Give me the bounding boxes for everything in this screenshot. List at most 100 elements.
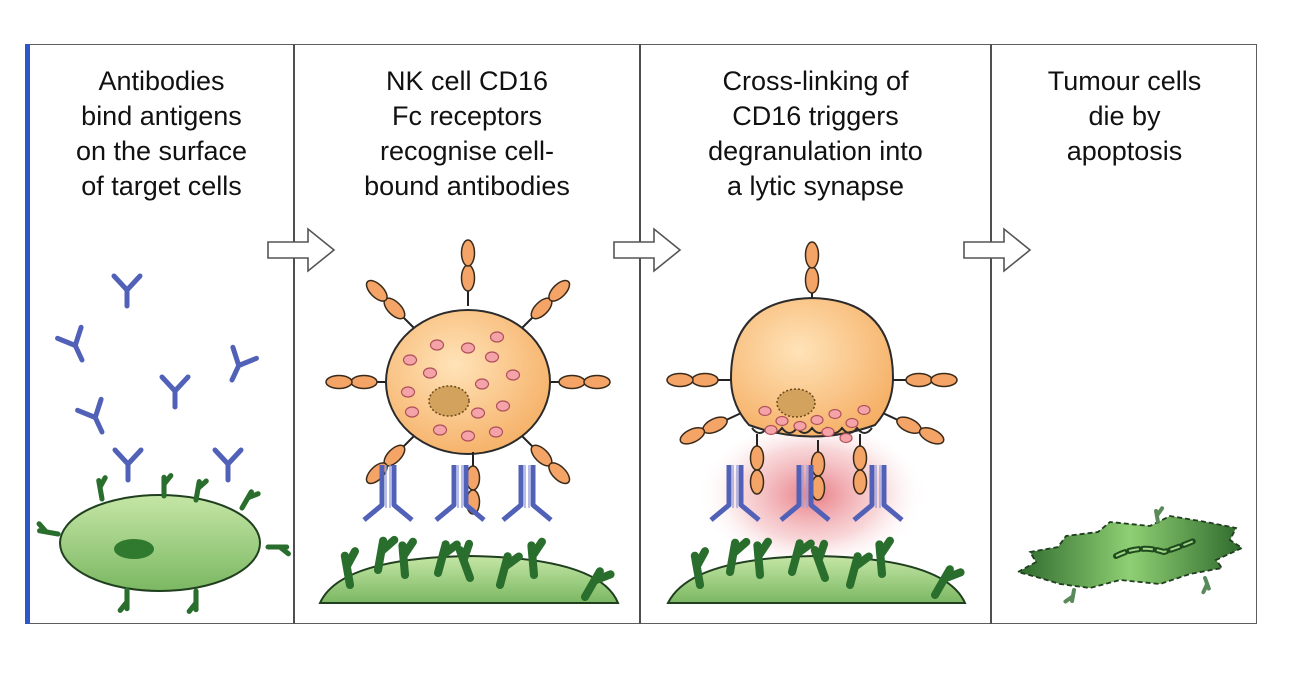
antigen-icon [340, 547, 360, 590]
antigen-stroke [265, 544, 291, 557]
antigen-stroke [373, 535, 399, 575]
cd16-receptor-icon [521, 279, 571, 329]
antibody-highlight [875, 465, 881, 508]
antigen-stroke [787, 539, 815, 577]
antigen-icon [36, 521, 61, 537]
antigen-fragment-icon [1063, 587, 1077, 604]
receptor-stalk [402, 316, 415, 329]
receptor-domain [804, 266, 820, 294]
receptor-domain [583, 374, 611, 390]
caption-line: bind antigens [81, 101, 242, 131]
antigen-stroke [690, 547, 710, 590]
arrow-2-to-3 [613, 227, 682, 273]
antibody-stroke [852, 465, 904, 522]
antigen-stroke [1063, 587, 1077, 604]
antibody-stroke [55, 324, 85, 363]
caption-line: on the surface [75, 136, 248, 166]
cd16-receptor-icon [804, 241, 820, 308]
bound-antibody-icon [501, 465, 553, 522]
panel-3-caption: Cross-linking of CD16 triggers degranula… [641, 64, 990, 204]
receptor-stalk [725, 412, 741, 422]
cd16-receptor-icon [365, 279, 415, 329]
antigen-stroke [930, 565, 965, 600]
receptor-stalk [521, 435, 534, 448]
antigen-icon [495, 552, 523, 590]
antibody-icon [75, 396, 105, 435]
antibody-stroke [159, 374, 191, 410]
antigen-icon [373, 535, 399, 575]
receptor-domain [548, 279, 571, 302]
nk-nucleus-icon [776, 388, 816, 418]
antigen-icon [527, 537, 546, 580]
antibody-icon [55, 324, 85, 363]
receptor-domain [852, 445, 868, 471]
cd16-receptor-icon [521, 435, 571, 485]
antigen-icon [455, 539, 475, 583]
receptor-stalk [521, 316, 534, 329]
antigen-stroke [1201, 575, 1211, 595]
caption-line: apoptosis [1066, 136, 1183, 166]
antigen-stroke [186, 588, 199, 614]
antigen-stroke [96, 475, 108, 502]
antigen-stroke [845, 552, 873, 590]
antibody-highlight [457, 465, 463, 508]
antibody-icon [112, 447, 144, 483]
antibody-highlight [385, 465, 391, 508]
receptor-domain [548, 462, 571, 485]
antibody-stroke [111, 273, 143, 309]
granule-icon [488, 426, 504, 438]
granule-icon [400, 386, 416, 398]
antibody-icon [159, 374, 191, 410]
granule-icon [845, 417, 859, 429]
bound-antibody-icon [779, 465, 831, 522]
fragmented-nucleus-highlight [1115, 539, 1197, 557]
antigen-stroke [810, 539, 830, 583]
receptor-domain [558, 374, 586, 390]
arrow-3-to-4 [963, 227, 1032, 273]
granule-icon [422, 367, 438, 379]
antigen-stroke [340, 547, 360, 590]
caption-line: NK cell CD16 [385, 66, 549, 96]
bound-antibody-icon [434, 465, 486, 522]
granule-icon [505, 369, 521, 381]
cd16-receptor-icon [666, 372, 733, 388]
receptor-domain [930, 372, 958, 388]
granule-icon [839, 432, 853, 444]
granule-icon [484, 351, 500, 363]
panel-4-art [1015, 506, 1244, 604]
antibody-stroke [434, 465, 486, 522]
granule-icon [432, 424, 448, 436]
antigen-stroke [725, 537, 751, 577]
caption-line: die by [1088, 101, 1161, 131]
antigen-fragment-icon [1154, 506, 1165, 525]
receptor-domain [460, 239, 476, 267]
caption-line: Cross-linking of [722, 66, 909, 96]
cd16-receptor-icon [891, 372, 958, 388]
antigen-stroke [580, 567, 615, 602]
granule-icon [429, 339, 445, 351]
panel-4-caption: Tumour cells die by apoptosis [992, 64, 1257, 169]
bound-antibody-icon [362, 465, 414, 522]
receptor-domain [749, 445, 765, 471]
antigen-icon [810, 539, 830, 583]
caption-line: bound antibodies [364, 171, 570, 201]
granule-icon [402, 354, 418, 366]
antigen-icon [580, 567, 615, 602]
receptor-domain [666, 372, 694, 388]
nk-cell-icon [729, 296, 895, 438]
antigen-stroke [753, 537, 772, 580]
antibody-highlight [802, 465, 808, 508]
antigen-icon [725, 537, 751, 577]
target-cell-icon [59, 494, 261, 592]
granule-icon [460, 342, 476, 354]
antigen-stroke [117, 587, 130, 613]
cd16-receptor-icon [365, 435, 415, 485]
antigen-stroke [239, 489, 261, 511]
receptor-domain [852, 469, 868, 495]
antigen-icon [117, 587, 130, 613]
receptor-domain [905, 372, 933, 388]
granule-icon [495, 400, 511, 412]
granule-icon [857, 404, 871, 416]
granule-icon [489, 331, 505, 343]
